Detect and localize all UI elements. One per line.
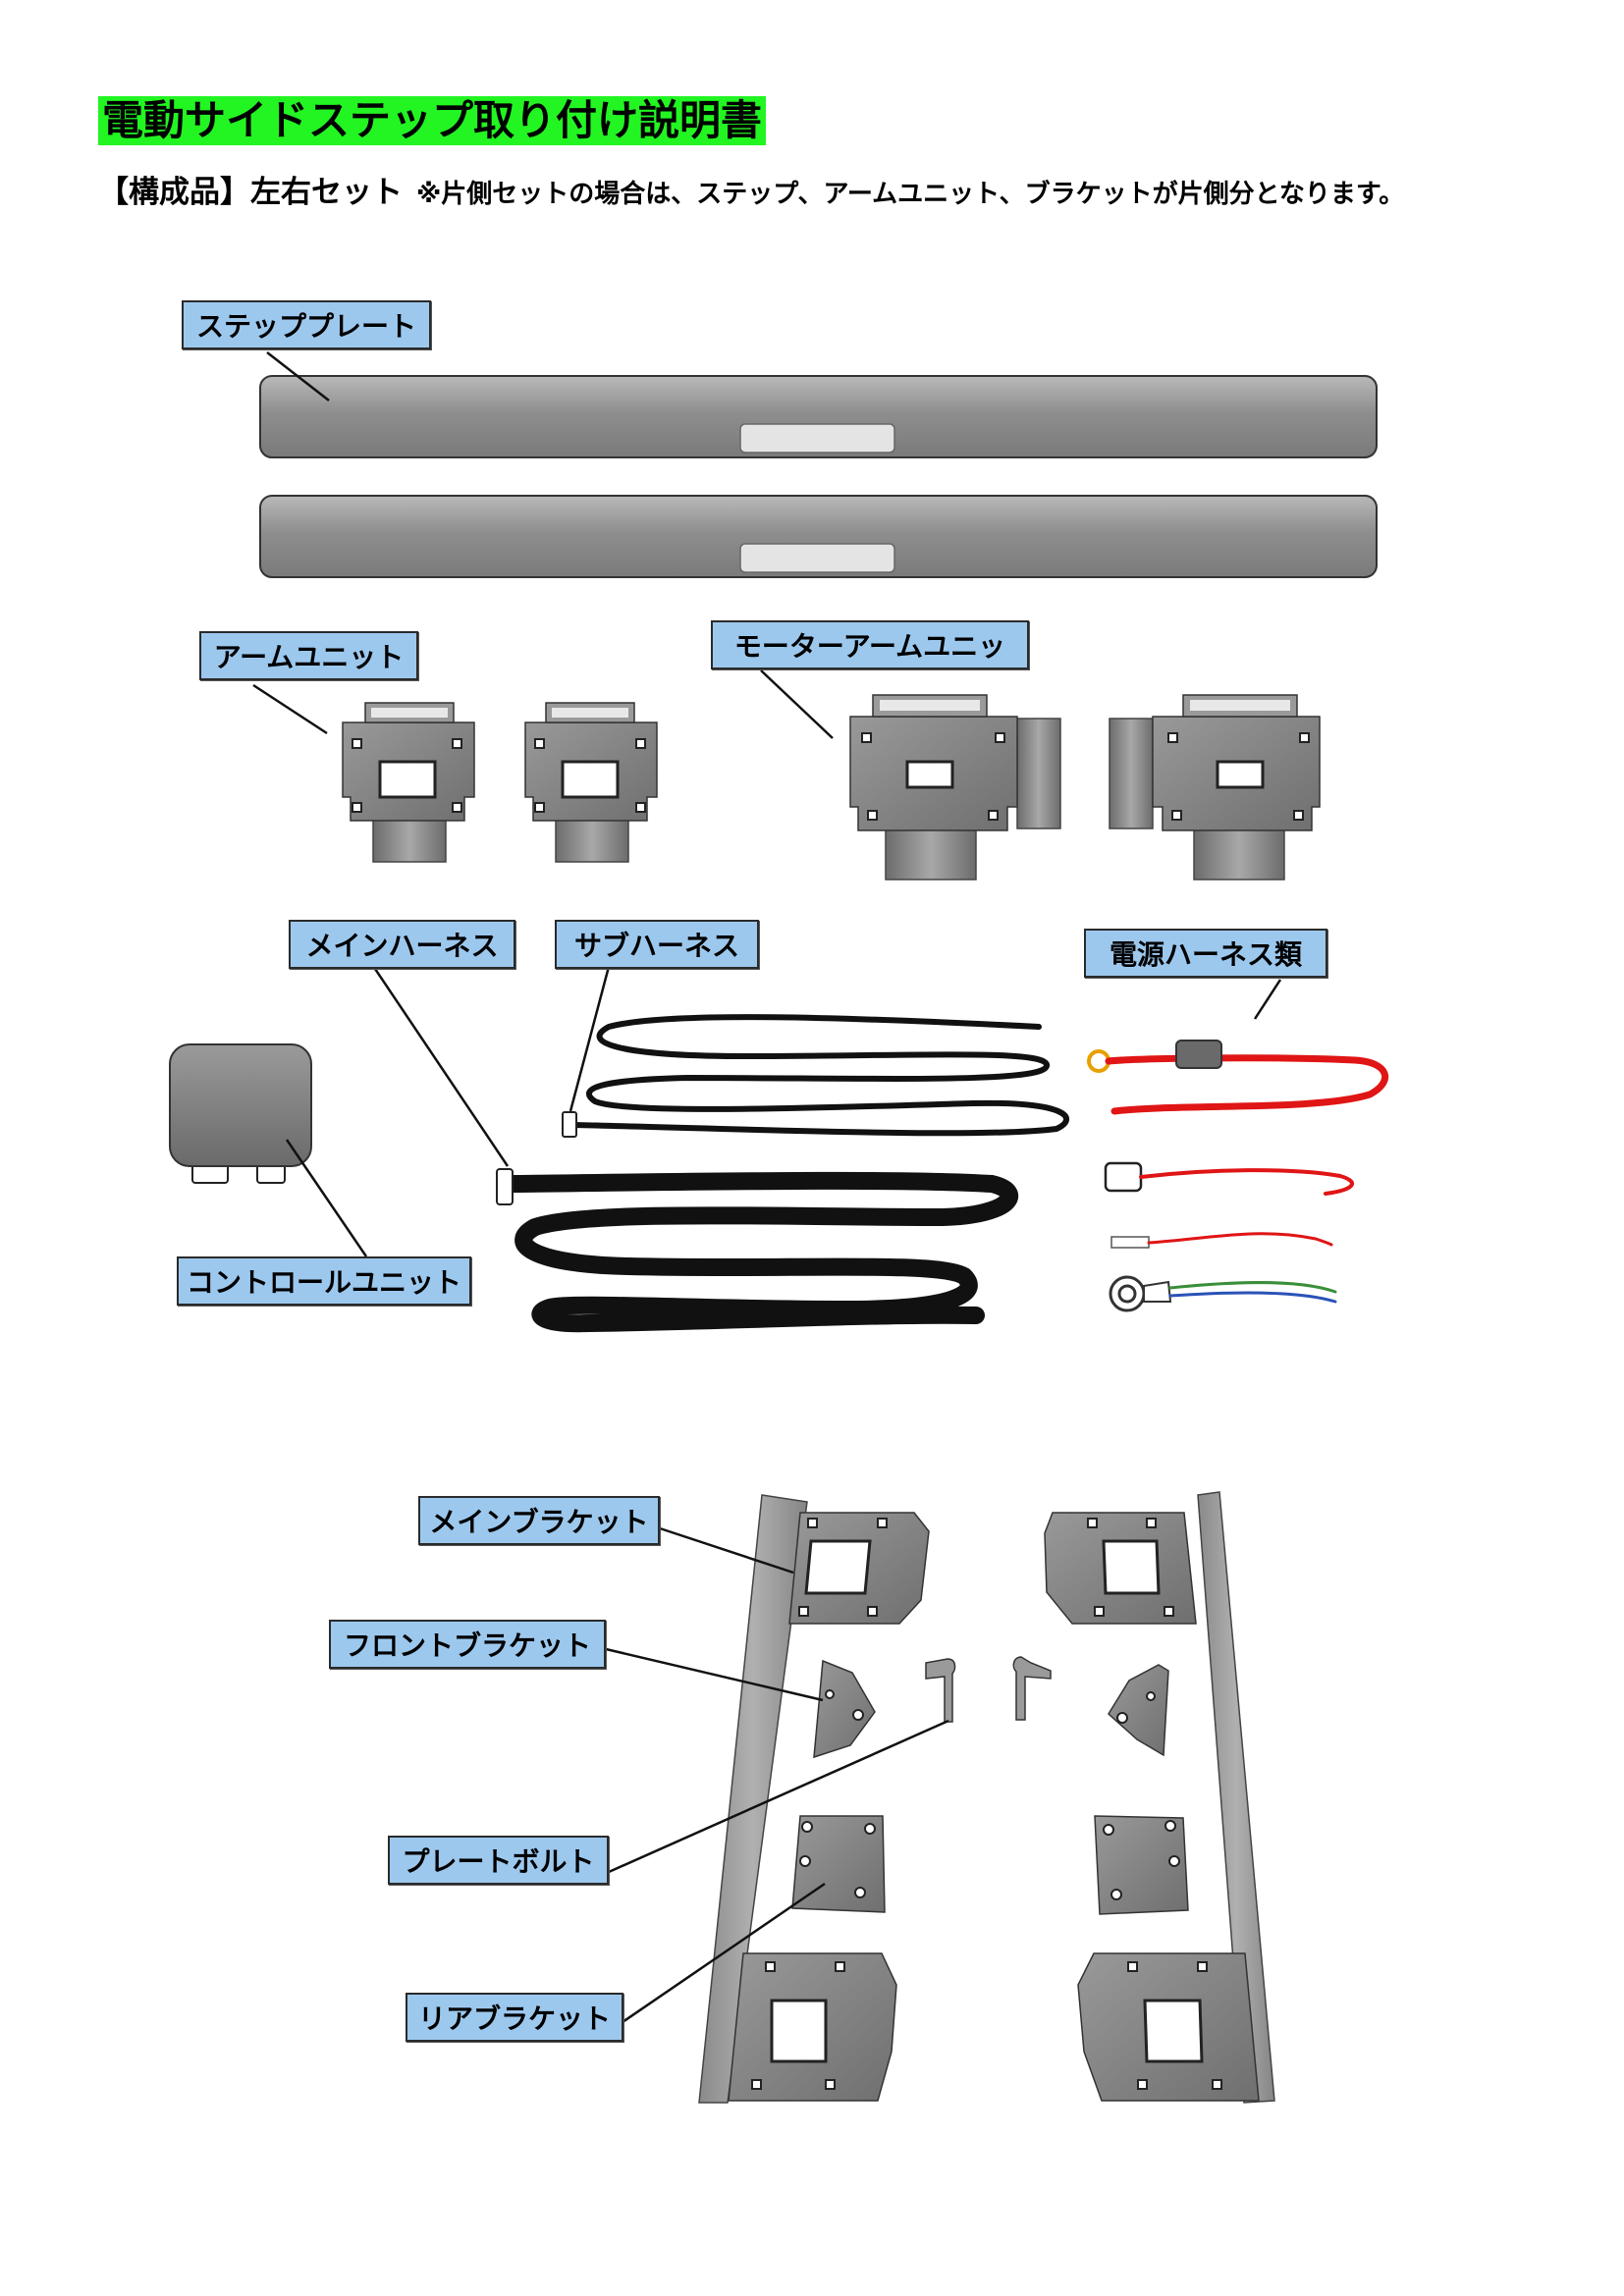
main-harness xyxy=(504,1171,1018,1333)
page-title: 電動サイドステップ取り付け説明書 xyxy=(98,96,767,145)
label-plate-bolt: プレートボルト xyxy=(388,1836,609,1885)
bracket-assembly-right xyxy=(1012,1491,1275,2104)
components-heading-row: 【構成品】左右セット ※片側セットの場合は、ステップ、アームユニット、ブラケットが… xyxy=(98,169,1404,221)
step-plate-bottom xyxy=(259,495,1378,578)
step-plate-top xyxy=(259,375,1378,458)
label-power-harness: 電源ハーネス類 xyxy=(1084,929,1327,978)
motor-arm-unit-left xyxy=(849,694,1061,881)
motor-arm-unit-right xyxy=(1109,694,1321,881)
label-front-bracket: フロントブラケット xyxy=(329,1620,606,1669)
label-main-bracket: メインブラケット xyxy=(418,1496,660,1545)
sub-harness-connector xyxy=(562,1111,577,1138)
control-unit xyxy=(169,1043,312,1184)
sub-harness xyxy=(571,1014,1069,1137)
label-main-harness: メインハーネス xyxy=(289,920,515,969)
bracket-assembly-left xyxy=(698,1494,956,2104)
leader-lines xyxy=(252,351,1282,2024)
components-note: ※片側セットの場合は、ステップ、アームユニット、ブラケットが片側分となります。 xyxy=(416,180,1405,209)
power-harness-set xyxy=(1087,1040,1389,1312)
label-rear-bracket: リアブラケット xyxy=(406,1993,623,2042)
arm-unit-right xyxy=(524,702,658,863)
label-step-plate: ステッププレート xyxy=(182,300,431,349)
label-arm-unit: アームユニット xyxy=(199,631,418,680)
arm-unit-left xyxy=(342,702,475,863)
components-heading: 【構成品】左右セット xyxy=(98,175,403,210)
label-control-unit: コントロールユニット xyxy=(177,1256,471,1306)
label-motor-arm-unit: モーターアームユニッ xyxy=(711,620,1029,669)
label-sub-harness: サブハーネス xyxy=(555,920,759,969)
main-harness-connector xyxy=(496,1168,514,1205)
